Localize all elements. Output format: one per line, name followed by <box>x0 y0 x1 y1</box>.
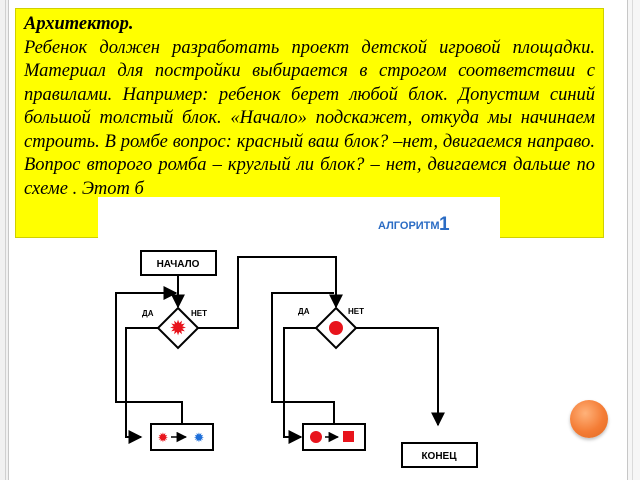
connector-loop-back-2 <box>271 292 335 424</box>
start-label: НАЧАЛО <box>157 259 200 270</box>
diamond2-no-label: НЕТ <box>348 307 364 316</box>
connector-loop-back-1 <box>115 286 183 424</box>
connector-d2-no <box>356 327 445 427</box>
connector-d1-yes <box>125 327 158 444</box>
slide-right-border <box>627 0 640 480</box>
red-circle-small-icon <box>310 431 322 443</box>
algorithm-diagram: АЛГОРИТМ 1 НАЧАЛО ✹ ДА НЕТ ✹ ✹ ДА НЕТ <box>98 197 500 480</box>
connector-to-col2 <box>261 256 337 297</box>
decision-diamond-1 <box>156 306 200 350</box>
text-box: Архитектор. Ребенок должен разработать п… <box>15 8 604 238</box>
end-box <box>401 442 478 468</box>
red-square-icon <box>343 431 354 442</box>
red-circle-icon <box>329 321 343 335</box>
diagram-heading-number: 1 <box>439 214 450 235</box>
diamond2-yes-label: ДА <box>298 307 310 316</box>
end-label: КОНЕЦ <box>421 451 457 462</box>
text-title: Архитектор. <box>24 14 134 34</box>
star-red-icon: ✹ <box>169 318 186 338</box>
diamond1-no-label: НЕТ <box>191 309 207 318</box>
red-star-small-icon: ✹ <box>158 430 169 445</box>
slide-left-border <box>0 0 9 480</box>
diagram-heading: АЛГОРИТМ <box>378 220 440 232</box>
blue-star-icon: ✹ <box>194 430 205 445</box>
decorative-orange-dot <box>570 400 608 438</box>
connector-d2-yes <box>283 327 316 444</box>
connector-d1-no <box>198 256 261 329</box>
text-body: Ребенок должен разработать проект детско… <box>24 37 595 199</box>
diamond1-yes-label: ДА <box>142 309 154 318</box>
